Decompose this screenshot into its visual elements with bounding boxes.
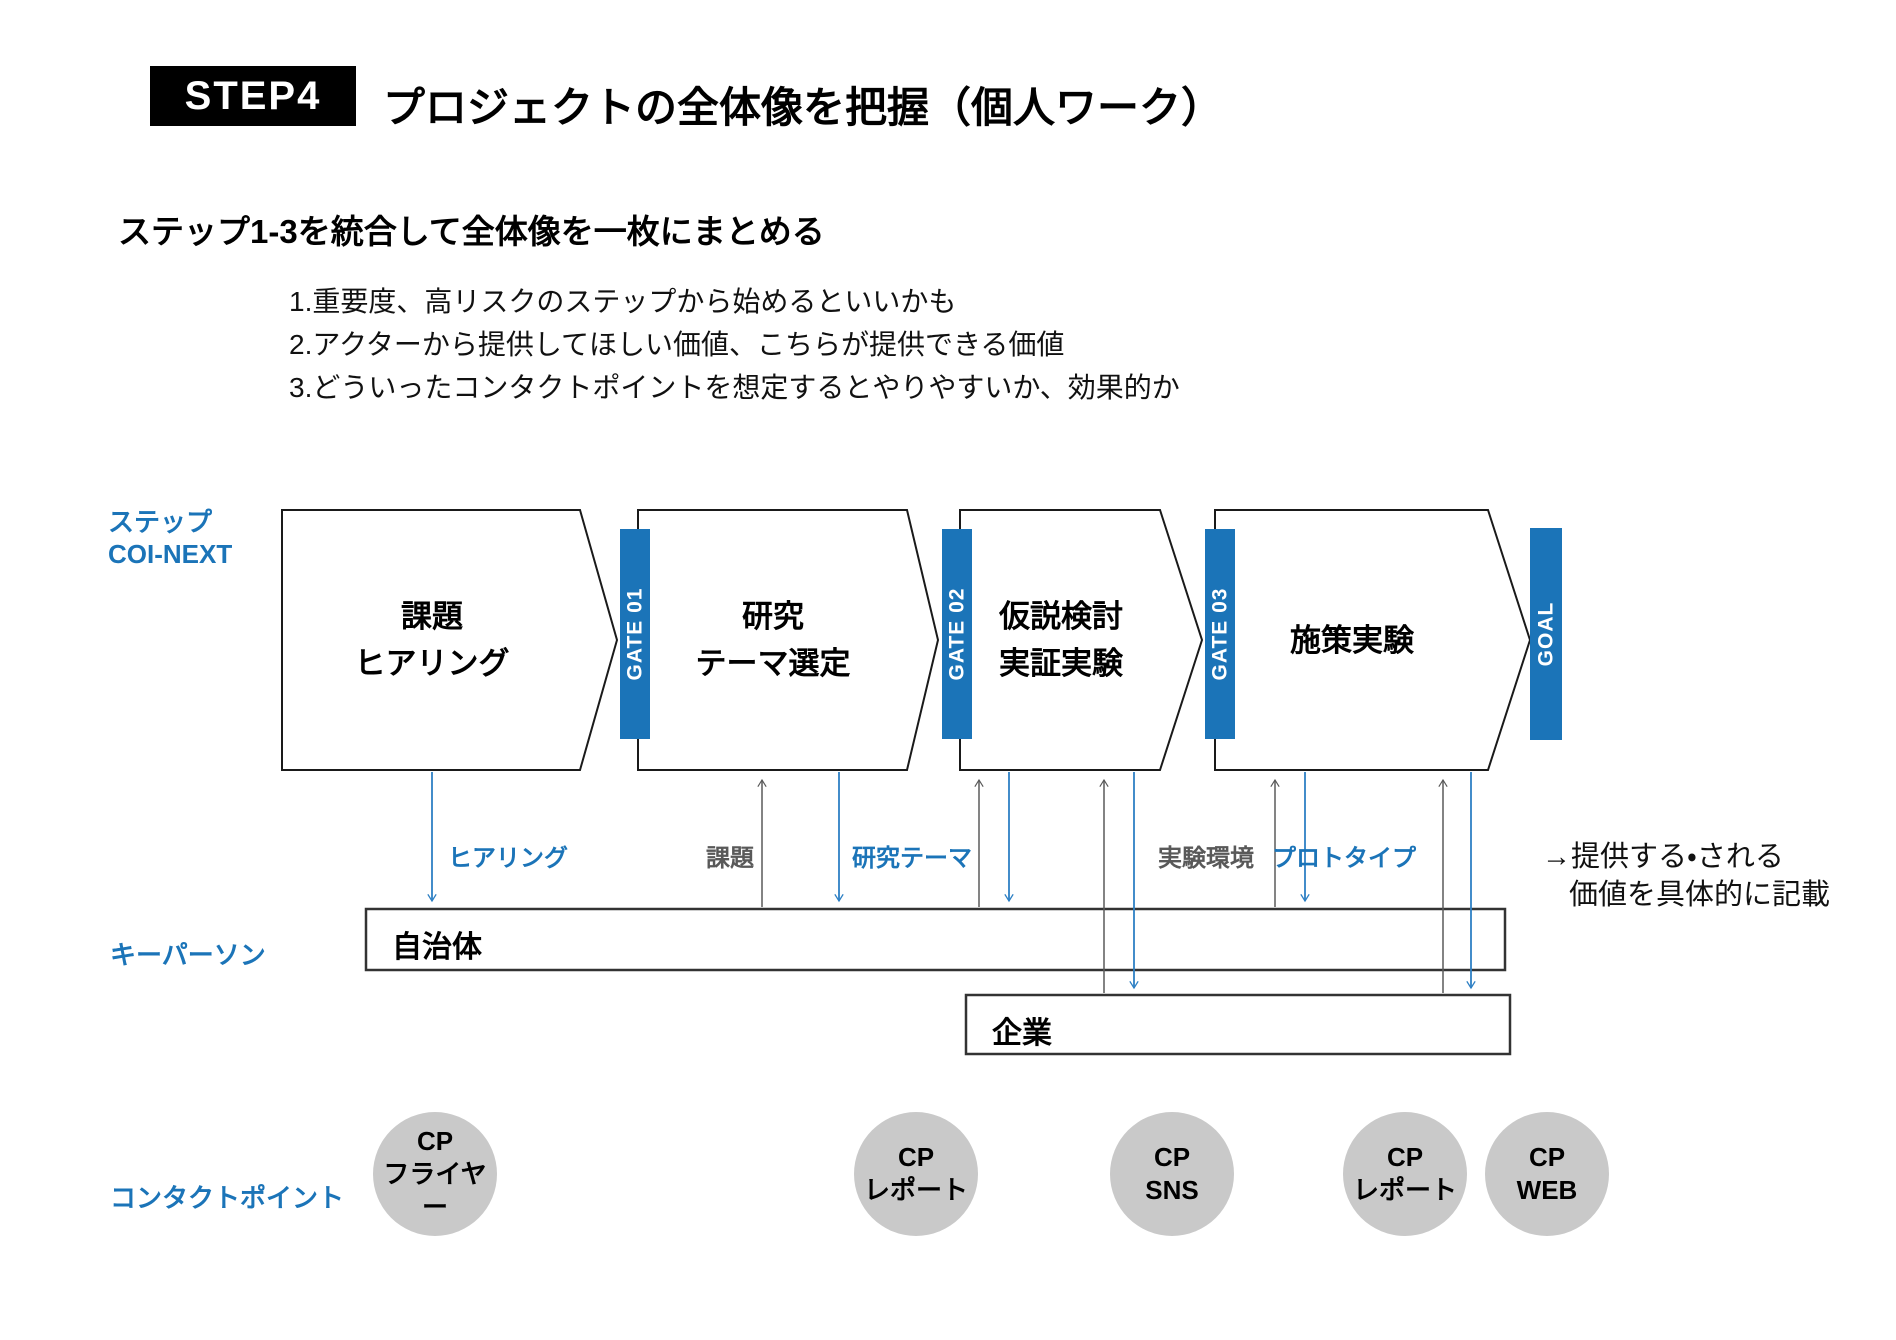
step-box-line: 研究	[742, 599, 804, 634]
company-bar	[964, 993, 1512, 1056]
flow-label-research-theme: 研究テーマ	[852, 845, 972, 872]
step-box-line: 仮説検討	[999, 599, 1123, 634]
goal-bar	[1530, 528, 1562, 740]
contact-point-line: CP	[1153, 1142, 1191, 1172]
step-box-label-research-theme: 研究 テーマ選定	[638, 593, 908, 687]
note-item: 1.重要度、高リスクのステップから始めるといいかも	[289, 286, 957, 317]
gate-01-label: GATE 01	[624, 588, 647, 681]
row-label-keyperson: キーパーソン	[110, 940, 266, 970]
note-item: 3.どういったコンタクトポイントを想定するとやりやすいか、効果的か	[289, 372, 1180, 403]
flow-label-prototype: プロトタイプ	[1272, 845, 1416, 872]
gray-up-arrows	[757, 778, 1448, 993]
contact-point-web: CP WEB	[1485, 1112, 1609, 1236]
step-badge: STEP4	[150, 66, 356, 126]
subtitle: ステップ1-3を統合して全体像を一枚にまとめる	[118, 213, 825, 250]
goal-label: GOAL	[1535, 602, 1558, 667]
municipality-label: 自治体	[392, 931, 482, 964]
gate-02-label: GATE 02	[946, 588, 969, 681]
contact-point-line: レポート	[1352, 1175, 1457, 1205]
gate-02-bar	[942, 529, 972, 739]
flow-label-hearing: ヒアリング	[448, 845, 568, 872]
value-annotation-line: →提供する・される	[1542, 841, 1784, 873]
step-box-label-hypothesis-test: 仮説検討 実証実験	[960, 593, 1162, 687]
contact-point-report-2: CP レポート	[1343, 1112, 1467, 1236]
page-title: プロジェクトの全体像を把握（個人ワーク）	[383, 84, 1224, 131]
company-label: 企業	[992, 1017, 1052, 1050]
contact-point-line: WEB	[1516, 1175, 1578, 1205]
step-box-line: テーマ選定	[695, 646, 851, 681]
step-box-line: ヒアリング	[354, 646, 510, 681]
step-box-issue-hearing	[281, 509, 619, 771]
instruction-notes: 1.重要度、高リスクのステップから始めるといいかも 2.アクターから提供してほし…	[289, 280, 1180, 409]
row-label-step-coi-next: ステップ COI-NEXT	[108, 506, 232, 570]
row-label-step: ステップ	[108, 507, 213, 537]
contact-point-line: CP	[1528, 1142, 1566, 1172]
step-box-label-policy-experiment: 施策実験	[1215, 617, 1489, 664]
gate-03-label: GATE 03	[1209, 588, 1232, 681]
contact-point-line: CP	[1386, 1142, 1424, 1172]
step-box-line: 施策実験	[1290, 623, 1414, 658]
contact-point-line: CP	[416, 1125, 454, 1156]
contact-point-line: レポート	[863, 1175, 968, 1205]
contact-point-line: SNS	[1145, 1175, 1199, 1205]
municipality-bar	[364, 907, 1507, 972]
contact-point-line: フライヤー	[383, 1158, 487, 1222]
row-label-coi-next: COI-NEXT	[108, 539, 233, 569]
blue-down-arrows	[427, 772, 1476, 990]
value-annotation: →提供する・される 価値を具体的に記載	[1542, 838, 1830, 914]
step-box-line: 実証実験	[999, 646, 1123, 681]
note-item: 2.アクターから提供してほしい価値、こちらが提供できる価値	[289, 329, 1065, 360]
flow-label-issue: 課題	[706, 845, 754, 872]
flow-label-experiment-env: 実験環境	[1158, 845, 1254, 872]
gate-03-bar	[1205, 529, 1235, 739]
gate-01-bar	[620, 529, 650, 739]
step-box-label-issue-hearing: 課題 ヒアリング	[282, 593, 582, 687]
contact-point-sns: CP SNS	[1110, 1112, 1234, 1236]
value-annotation-line: 価値を具体的に記載	[1569, 879, 1831, 911]
contact-point-report-1: CP レポート	[854, 1112, 978, 1236]
contact-point-line: CP	[897, 1142, 935, 1172]
step-box-line: 課題	[401, 599, 463, 634]
row-label-contact-point: コンタクトポイント	[110, 1183, 345, 1213]
contact-point-flyer: CP フライヤー	[373, 1112, 497, 1236]
